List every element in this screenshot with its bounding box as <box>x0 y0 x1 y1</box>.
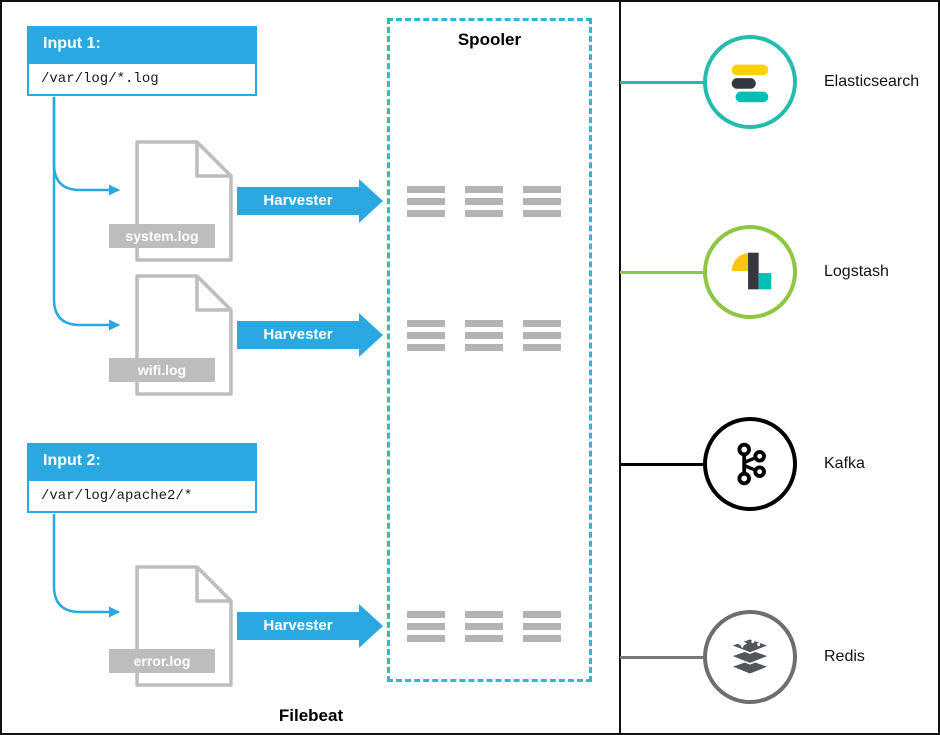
connector-logstash <box>620 271 706 274</box>
event-bar <box>465 332 503 339</box>
harvester-arrowhead-icon <box>359 313 383 357</box>
spooler-box <box>387 18 592 682</box>
arrow-input1-to-systemlog <box>52 96 120 196</box>
event-bar <box>523 332 561 339</box>
event-cluster <box>407 611 445 642</box>
logstash-icon <box>731 252 772 290</box>
event-cluster <box>407 186 445 217</box>
event-bar <box>407 344 445 351</box>
event-cluster <box>523 320 561 351</box>
event-bar <box>523 344 561 351</box>
spooler-title: Spooler <box>457 30 522 49</box>
file-wifi-log: wifi.log <box>109 274 235 399</box>
event-bar <box>407 623 445 630</box>
event-bar <box>523 198 561 205</box>
file-error-log: error.log <box>109 565 235 690</box>
event-bar <box>523 320 561 327</box>
event-bar <box>465 635 503 642</box>
input2-path: /var/log/apache2/* <box>27 479 257 513</box>
event-bar <box>465 611 503 618</box>
elasticsearch-icon <box>731 64 769 103</box>
event-bar <box>523 635 561 642</box>
logstash-logo-circle <box>703 225 797 319</box>
event-bar <box>465 198 503 205</box>
event-cluster <box>465 611 503 642</box>
output-label-elasticsearch: Elasticsearch <box>824 73 920 90</box>
event-bar <box>407 611 445 618</box>
harvester-label: Harvester <box>237 612 359 640</box>
event-bar <box>407 635 445 642</box>
input1-path: /var/log/*.log <box>27 62 257 96</box>
event-bar <box>407 186 445 193</box>
file-label: system.log <box>109 224 215 248</box>
event-bar <box>407 198 445 205</box>
arrow-input1-to-wifilog <box>52 96 120 331</box>
event-bar <box>523 210 561 217</box>
harvester-label: Harvester <box>237 187 359 215</box>
event-cluster <box>465 186 503 217</box>
spooler-event-row <box>407 320 561 351</box>
output-label-logstash: Logstash <box>824 263 889 280</box>
spooler-event-row <box>407 186 561 217</box>
event-bar <box>523 186 561 193</box>
event-bar <box>465 344 503 351</box>
harvester-arrowhead-icon <box>359 604 383 648</box>
elasticsearch-logo-circle <box>703 35 797 129</box>
redis-icon <box>729 637 771 676</box>
harvester-arrow-3: Harvester <box>237 604 383 648</box>
file-label: wifi.log <box>109 358 215 382</box>
input2-header: Input 2: <box>27 443 257 479</box>
event-bar <box>465 320 503 327</box>
connector-kafka <box>620 463 706 466</box>
file-system-log: system.log <box>109 140 235 265</box>
spooler-event-row <box>407 611 561 642</box>
event-bar <box>407 320 445 327</box>
event-bar <box>523 623 561 630</box>
event-cluster <box>407 320 445 351</box>
event-bar <box>465 186 503 193</box>
event-bar <box>465 623 503 630</box>
event-cluster <box>465 320 503 351</box>
redis-logo-circle <box>703 610 797 704</box>
file-label: error.log <box>109 649 215 673</box>
arrow-input2-to-errorlog <box>52 513 120 618</box>
kafka-icon <box>737 442 766 486</box>
event-bar <box>465 210 503 217</box>
filebeat-box-border <box>619 2 621 733</box>
event-bar <box>407 332 445 339</box>
event-bar <box>407 210 445 217</box>
harvester-arrow-1: Harvester <box>237 179 383 223</box>
harvester-arrowhead-icon <box>359 179 383 223</box>
filebeat-label: Filebeat <box>278 706 344 725</box>
connector-redis <box>620 656 706 659</box>
output-label-kafka: Kafka <box>824 455 865 472</box>
kafka-logo-circle <box>703 417 797 511</box>
harvester-arrow-2: Harvester <box>237 313 383 357</box>
connector-elasticsearch <box>620 81 706 84</box>
event-cluster <box>523 611 561 642</box>
harvester-label: Harvester <box>237 321 359 349</box>
output-label-redis: Redis <box>824 648 865 665</box>
event-cluster <box>523 186 561 217</box>
input1-header: Input 1: <box>27 26 257 62</box>
event-bar <box>523 611 561 618</box>
